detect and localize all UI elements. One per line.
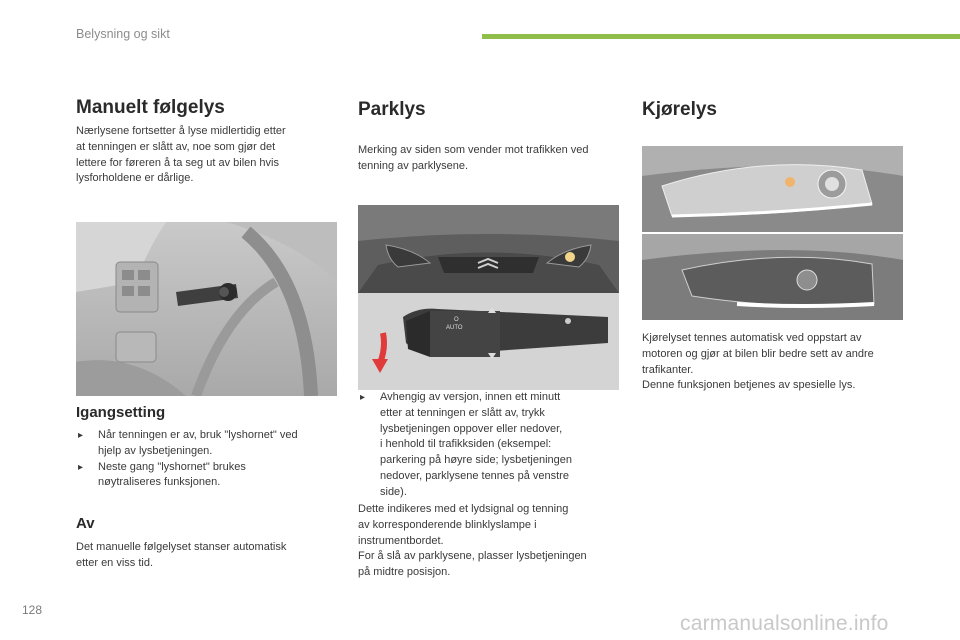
parklys-after-text: Dette indikeres med et lydsignal og tenn… — [358, 503, 587, 579]
stalk-auto-label: AUTO — [446, 325, 463, 331]
lighting-stalk-image: AUTO O — [358, 293, 619, 390]
stalk-o-label: O — [454, 317, 459, 323]
title-manuelt-folgelys: Manuelt følgelys — [76, 97, 225, 118]
intro-parklys: Merking av siden som vender mot trafikke… — [358, 144, 589, 172]
av-text: Det manuelle følgelyset stanser automati… — [76, 541, 287, 569]
kjorelys-text: Kjørelyset tennes automatisk ved oppstar… — [642, 332, 874, 392]
watermark: carmanualsonline.info — [680, 612, 889, 635]
title-parklys: Parklys — [358, 99, 426, 120]
headlight-image-top — [642, 146, 903, 232]
page-number: 128 — [22, 603, 43, 617]
arrow-bullet-icon: ▸ — [78, 461, 84, 473]
section-header: Belysning og sikt — [76, 27, 170, 41]
subtitle-igangsetting: Igangsetting — [76, 404, 166, 421]
igangsetting-list: ▸ Når tenningen er av, bruk "lyshornet" … — [76, 428, 338, 491]
arrow-bullet-icon: ▸ — [78, 430, 84, 441]
headlight-image-bottom — [642, 234, 903, 320]
car-front-image — [358, 205, 619, 293]
arrow-bullet-icon: ▸ — [360, 392, 366, 403]
list-item: ▸ Når tenningen er av, bruk "lyshornet" … — [78, 429, 298, 457]
intro-manuelt-folgelys: Nærlysene fortsetter å lyse midlertidig … — [76, 125, 286, 185]
subtitle-av: Av — [76, 515, 95, 532]
dashboard-stalk-image — [76, 222, 337, 396]
title-kjorelys: Kjørelys — [642, 99, 717, 120]
header-accent-bar — [482, 34, 960, 39]
